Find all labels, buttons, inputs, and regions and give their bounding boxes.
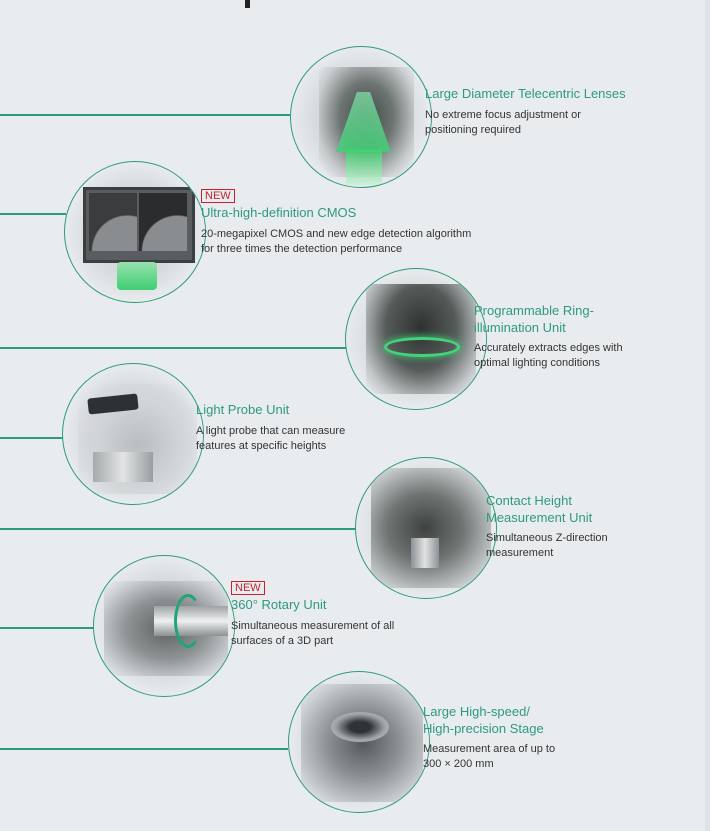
- feature-title: Large High-speed/ High-precision Stage: [423, 704, 544, 736]
- new-badge: NEW: [201, 189, 235, 203]
- connector-line: [0, 627, 94, 629]
- feature-circle-rotary: [93, 555, 235, 697]
- feature-ring-illumination: Programmable Ring- illumination Unit Acc…: [474, 303, 694, 371]
- feature-title: Ultra-high-definition CMOS: [201, 205, 357, 220]
- contact-height-photo: [371, 468, 491, 588]
- connector-line: [0, 347, 347, 349]
- stage-column: [411, 538, 439, 568]
- probe-parts: [93, 452, 153, 482]
- cmos-monitor-photo: [83, 187, 195, 263]
- connector-line: [0, 528, 356, 530]
- feature-title: Light Probe Unit: [196, 402, 290, 417]
- connector-line: [0, 748, 288, 750]
- feature-stage: Large High-speed/ High-precision Stage M…: [423, 704, 643, 772]
- feature-cmos: NEW Ultra-high-definition CMOS 20-megapi…: [201, 186, 521, 257]
- feature-circle-stage: [288, 671, 430, 813]
- feature-circle-light-probe: [62, 363, 204, 505]
- feature-telecentric: Large Diameter Telecentric Lenses No ext…: [425, 86, 695, 138]
- feature-light-probe: Light Probe Unit A light probe that can …: [196, 402, 416, 454]
- feature-rotary: NEW 360° Rotary Unit Simultaneous measur…: [231, 578, 451, 649]
- feature-circle-telecentric: [290, 46, 432, 188]
- cmos-green-light: [117, 262, 157, 290]
- connector-line: [0, 114, 290, 116]
- feature-description: A light probe that can measure features …: [196, 424, 346, 452]
- stage-platter: [331, 712, 389, 742]
- stage-photo: [301, 684, 426, 802]
- feature-title: Contact Height Measurement Unit: [486, 493, 593, 525]
- ring-green-glow: [384, 337, 460, 357]
- heading-fragment: [245, 0, 250, 8]
- feature-description: Simultaneous Z-direction measurement: [486, 532, 608, 559]
- feature-description: Accurately extracts edges with optimal l…: [474, 342, 623, 369]
- feature-title: 360° Rotary Unit: [231, 597, 327, 612]
- feature-circle-cmos: [64, 161, 206, 303]
- lens-green-beam: [346, 149, 382, 185]
- feature-title: Large Diameter Telecentric Lenses: [425, 86, 626, 101]
- new-badge: NEW: [231, 581, 265, 595]
- feature-title: Programmable Ring- illumination Unit: [474, 303, 594, 335]
- feature-description: Measurement area of up to 300 × 200 mm: [423, 743, 556, 770]
- feature-circle-ring-illumination: [345, 268, 487, 410]
- feature-contact-height: Contact Height Measurement Unit Simultan…: [486, 493, 696, 561]
- feature-description: No extreme focus adjustment or positioni…: [425, 108, 581, 136]
- connector-line: [0, 213, 66, 215]
- feature-description: 20-megapixel CMOS and new edge detection…: [201, 227, 472, 255]
- feature-circle-contact-height: [355, 457, 497, 599]
- page-edge: [705, 0, 710, 831]
- rotate-arrow-icon: [174, 594, 202, 648]
- feature-description: Simultaneous measurement of all surfaces…: [231, 619, 395, 647]
- connector-line: [0, 437, 63, 439]
